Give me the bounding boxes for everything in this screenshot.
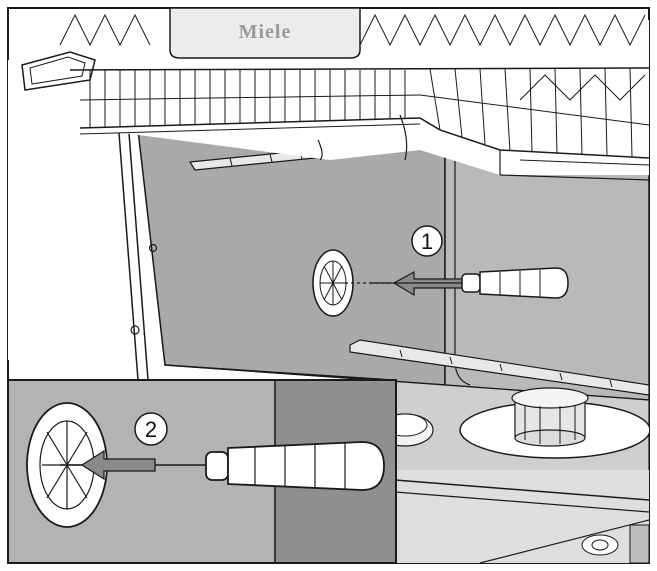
hinge-hole [130,325,140,335]
step-2-marker: 2 [134,412,168,446]
inset-detail: 2 [8,379,397,563]
hinge-hole [148,243,158,253]
cabinet-frame [8,60,149,381]
step-1-label: 1 [421,229,433,254]
brand-logo: Miele [239,21,292,43]
screwdriver-icon [205,441,385,491]
brand-plate: Miele [169,8,361,59]
arrow-left-icon [80,449,156,481]
screwdriver-icon [370,267,569,299]
lower-basket-rail [394,470,649,563]
filter-base [459,387,649,459]
lower-spray-arm-icon [349,339,649,396]
step-1-marker: 1 [411,225,443,257]
step-2-label: 2 [145,417,157,442]
